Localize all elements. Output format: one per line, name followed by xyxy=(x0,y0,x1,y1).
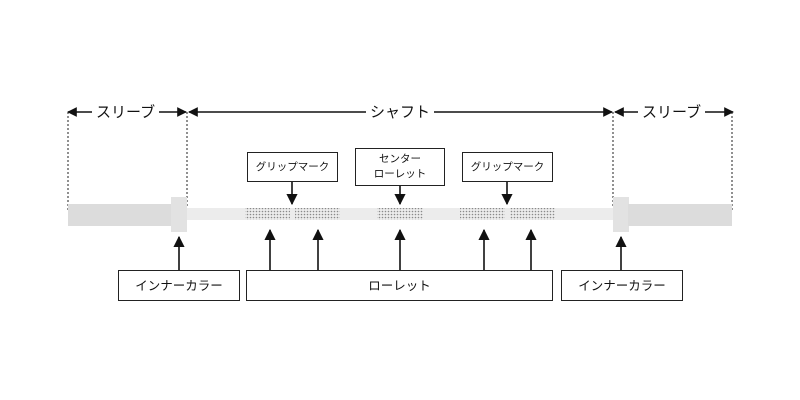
center-knurl-label-line1: センター xyxy=(379,153,421,165)
center-knurl-box: センター ローレット xyxy=(355,148,445,186)
knurl-segment-3 xyxy=(460,208,505,220)
up-arrows xyxy=(173,228,627,270)
inner-collar-right-box: インナーカラー xyxy=(561,270,683,301)
inner-collar-left-box: インナーカラー xyxy=(118,270,240,301)
sleeve-right xyxy=(628,204,732,226)
grip-mark-left-label: グリップマーク xyxy=(255,160,330,173)
knurl-box: ローレット xyxy=(246,270,553,301)
inner-collar-right-label: インナーカラー xyxy=(578,278,666,293)
inner-collar-left xyxy=(171,197,187,232)
inner-collar-right xyxy=(613,197,629,232)
grip-mark-right-label: グリップマーク xyxy=(470,160,545,173)
knurl-segment-2 xyxy=(295,208,340,220)
inner-collar-left-label: インナーカラー xyxy=(135,278,223,293)
center-knurl-label-line2: ローレット xyxy=(373,168,427,180)
grip-mark-left-box: グリップマーク xyxy=(247,152,338,182)
sleeve-left-label: スリーブ xyxy=(92,103,160,121)
knurl-label: ローレット xyxy=(368,278,431,293)
center-knurl-segment xyxy=(377,208,423,220)
shaft-label: シャフト xyxy=(366,103,435,121)
knurl-segment-4 xyxy=(510,208,555,220)
sleeve-right-label: スリーブ xyxy=(638,103,706,121)
extension-lines xyxy=(67,112,733,212)
grip-mark-right-box: グリップマーク xyxy=(462,152,553,182)
sleeve-left xyxy=(68,204,172,226)
knurl-segment-1 xyxy=(245,208,290,220)
